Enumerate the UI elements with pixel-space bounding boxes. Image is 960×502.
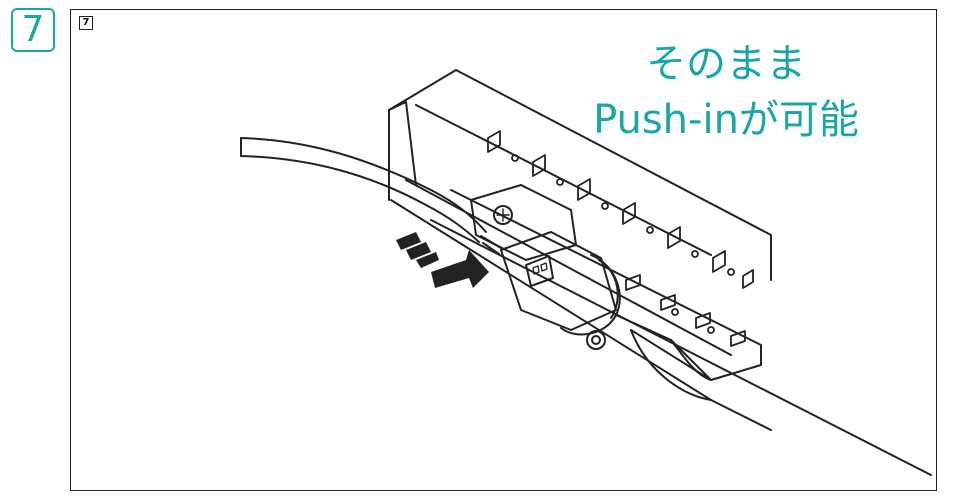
illustration-frame: 7 [70, 9, 937, 491]
step-number-badge: 7 [11, 8, 55, 52]
rail-holes [487, 130, 754, 347]
step-mini-badge: 7 [79, 16, 93, 30]
push-in-callout: そのまま Push-inが可能 [546, 36, 906, 148]
callout-line-2: Push-inが可能 [593, 97, 859, 143]
push-direction-arrow-icon [396, 232, 489, 288]
cable [240, 137, 502, 255]
push-in-connector [470, 184, 712, 401]
rail-connector-illustration [240, 69, 932, 476]
callout-line-1: そのまま [646, 41, 806, 87]
